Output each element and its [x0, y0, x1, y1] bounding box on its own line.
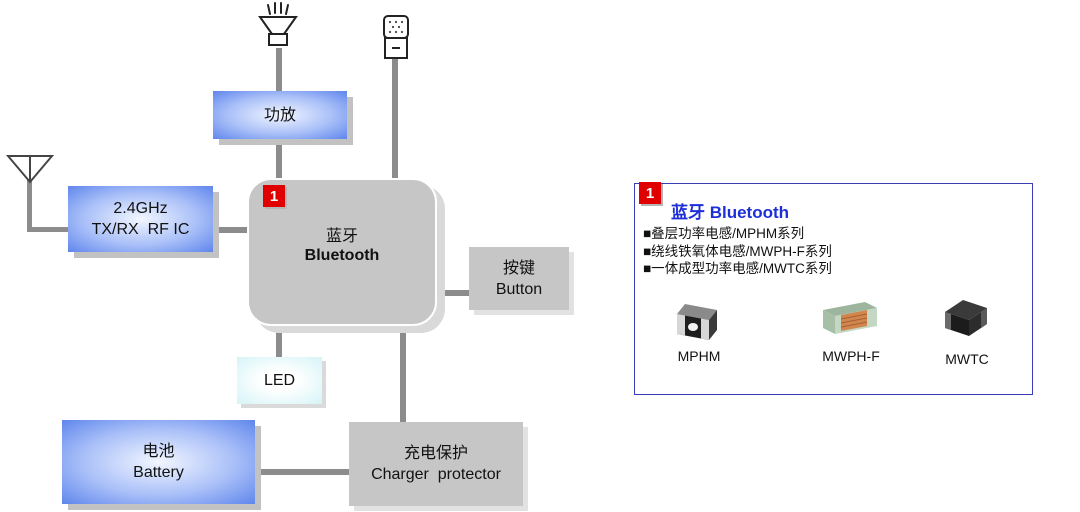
button-en-label: Button — [495, 280, 543, 298]
charger-cn-label: 充电保护 — [403, 445, 468, 462]
bluetooth-en-label: Bluetooth — [304, 247, 380, 264]
bluetooth-badge: 1 — [263, 185, 285, 207]
wire-bluetooth-led — [276, 325, 282, 358]
amplifier-block: 功放 — [213, 91, 347, 139]
button-cn-label: 按键 — [502, 259, 535, 277]
wire-antenna-vertical — [27, 180, 32, 232]
mwtc-label: MWTC — [945, 351, 989, 367]
battery-block: 电池 Battery — [62, 420, 255, 504]
legend-badge: 1 — [639, 182, 661, 204]
wire-antenna-rf — [27, 227, 70, 232]
legend-panel: 1 蓝牙 Bluetooth ■叠层功率电感/MPHM系列 ■绕线铁氧体电感/M… — [634, 182, 1033, 395]
mwtc-chip-icon — [945, 300, 987, 336]
led-label: LED — [263, 371, 296, 389]
wire-speaker-amp — [276, 48, 282, 92]
bluetooth-cn-label: 蓝牙 — [325, 228, 358, 245]
mphm-chip-icon — [677, 304, 717, 340]
button-block: 按键 Button — [469, 247, 569, 310]
legend-item-list: ■叠层功率电感/MPHM系列 ■绕线铁氧体电感/MWPH-F系列 ■一体成型功率… — [643, 225, 832, 278]
wire-rf-bluetooth — [214, 227, 250, 233]
legend-item: ■绕线铁氧体电感/MWPH-F系列 — [643, 243, 832, 259]
legend-title: 蓝牙 Bluetooth — [671, 203, 790, 222]
wire-battery-charger — [256, 469, 351, 475]
wire-amp-bluetooth — [276, 140, 282, 180]
bluetooth-block: 蓝牙 Bluetooth — [247, 178, 437, 326]
wire-bluetooth-charger — [400, 325, 406, 423]
legend-item: ■一体成型功率电感/MWTC系列 — [643, 261, 832, 276]
wire-bluetooth-button — [436, 290, 470, 296]
mphm-label: MPHM — [677, 348, 721, 364]
mwph-f-label: MWPH-F — [822, 348, 880, 364]
mwph-f-chip-icon — [823, 302, 877, 334]
wire-mic-bluetooth — [392, 58, 398, 180]
legend-item: ■叠层功率电感/MPHM系列 — [643, 226, 805, 241]
led-block: LED — [237, 357, 322, 404]
battery-cn-label: 电池 — [142, 443, 175, 460]
rf-ic-type-label: TX/RX RF IC — [91, 221, 190, 238]
rf-ic-block: 2.4GHz TX/RX RF IC — [68, 186, 213, 252]
battery-en-label: Battery — [133, 464, 184, 481]
microphone-icon — [383, 15, 409, 59]
antenna-icon — [6, 155, 54, 184]
charger-block: 充电保护 Charger protector — [349, 422, 523, 506]
rf-ic-frequency-label: 2.4GHz — [113, 200, 168, 217]
speaker-icon — [258, 2, 298, 46]
amplifier-label: 功放 — [263, 106, 296, 124]
charger-en-label: Charger protector — [371, 466, 501, 483]
